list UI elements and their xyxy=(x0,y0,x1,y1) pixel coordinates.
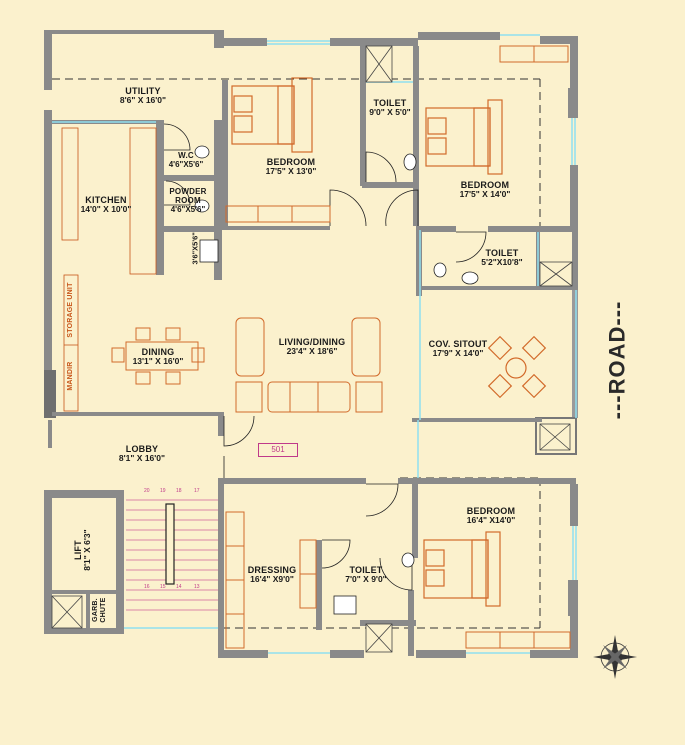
stair-number: 19 xyxy=(160,488,166,494)
room-dims: 16'4" X14'0" xyxy=(466,515,516,526)
room-dims: 17'5" X 13'0" xyxy=(265,166,317,177)
room-dims: 8'1" X 16'0" xyxy=(118,453,166,464)
room-name: DRESSING xyxy=(247,565,297,575)
room-dims: 23'4" X 18'6" xyxy=(286,346,338,357)
room-name: GARB. xyxy=(91,598,99,622)
dining-table xyxy=(111,327,205,385)
room-dims: 5'2"X10'8" xyxy=(481,257,523,268)
room-lift: LIFT 8'1" X 6'3" xyxy=(50,529,116,570)
room-name: BEDROOM xyxy=(460,180,510,190)
duct-dims-text: 3'6"X5'6" xyxy=(190,232,200,265)
room-dims: 8'6" X 16'0" xyxy=(119,95,167,106)
room-name: W.C xyxy=(178,151,194,160)
room-bedroom-1: BEDROOM 17'5" X 13'0" xyxy=(248,157,334,177)
bed-bedroom-2 xyxy=(425,99,503,175)
duct-dims: 3'6"X5'6" xyxy=(176,232,216,264)
room-living: LIVING/DINING 23'4" X 18'6" xyxy=(264,337,360,357)
room-dims: 8'1" X 6'3" xyxy=(82,529,93,571)
room-dims: 4'6"X5'6" xyxy=(168,160,204,170)
room-dims: 13'1" X 16'0" xyxy=(132,356,184,367)
stair-number: 20 xyxy=(144,488,150,494)
room-dims: 7'0" X 9'0" xyxy=(345,574,387,585)
room-toilet-1: TOILET 9'0" X 5'0" xyxy=(362,98,418,118)
room-name-2: CHUTE xyxy=(100,597,107,623)
stair-number: 13 xyxy=(194,584,200,590)
mandir-label: MANDIR xyxy=(66,361,74,391)
room-toilet-2: TOILET 5'2"X10'8" xyxy=(470,248,534,268)
room-dims: 17'9" X 14'0" xyxy=(432,348,484,359)
room-kitchen: KITCHEN 14'0" X 10'0" xyxy=(66,195,146,215)
shafts xyxy=(51,45,573,653)
room-name: BEDROOM xyxy=(266,157,316,167)
kitchen-counters xyxy=(61,127,157,412)
living-furniture xyxy=(235,317,383,413)
room-name: LIVING/DINING xyxy=(278,337,346,347)
room-name: COV. SITOUT xyxy=(428,339,488,349)
stair-number: 18 xyxy=(176,488,182,494)
road-label: ---ROAD--- xyxy=(572,250,662,470)
room-sitout: COV. SITOUT 17'9" X 14'0" xyxy=(418,339,498,359)
mandir: MANDIR xyxy=(48,361,94,390)
room-name: TOILET xyxy=(373,98,407,108)
room-name: UTILITY xyxy=(125,86,161,96)
room-dims: 16'4" X9'0" xyxy=(250,574,294,585)
room-bedroom-3: BEDROOM 16'4" X14'0" xyxy=(448,506,534,526)
room-wc: W.C 4'6"X5'6" xyxy=(164,151,208,169)
stair-handrail xyxy=(165,503,175,585)
room-name: POWDER xyxy=(169,187,207,196)
sanitary-fixtures xyxy=(194,145,479,615)
room-name: BEDROOM xyxy=(466,506,516,516)
room-dressing: DRESSING 16'4" X9'0" xyxy=(236,565,308,585)
room-lobby: LOBBY 8'1" X 16'0" xyxy=(100,444,184,464)
room-toilet-3: TOILET 7'0" X 9'0" xyxy=(336,565,396,585)
room-dims: 17'5" X 14'0" xyxy=(459,189,511,200)
room-garb-chute: GARB. CHUTE xyxy=(80,597,120,624)
room-dims: 4'6"X5'6" xyxy=(170,205,206,215)
room-name: TOILET xyxy=(485,248,519,258)
stair-numbers: 20 19 18 17 16 15 14 13 xyxy=(140,486,210,596)
wardrobes xyxy=(225,45,571,649)
room-dims: 9'0" X 5'0" xyxy=(369,107,411,118)
road-text: ---ROAD--- xyxy=(604,300,630,420)
room-utility: UTILITY 8'6" X 16'0" xyxy=(100,86,186,106)
stair-number: 16 xyxy=(144,584,150,590)
storage-unit: STORAGE UNIT xyxy=(36,282,106,337)
room-name-2: ROOM xyxy=(175,196,201,206)
stair-number: 15 xyxy=(160,584,166,590)
room-name: LOBBY xyxy=(125,444,159,454)
storage-label: STORAGE UNIT xyxy=(66,282,74,338)
doors xyxy=(163,123,487,591)
room-dining: DINING 13'1" X 16'0" xyxy=(118,347,198,367)
compass-icon xyxy=(593,635,637,679)
room-name: KITCHEN xyxy=(85,195,127,205)
room-dims: 14'0" X 10'0" xyxy=(80,204,132,215)
room-name: DINING xyxy=(141,347,175,357)
flat-number-tag: 501 xyxy=(258,443,298,457)
stair-number: 17 xyxy=(194,488,200,494)
room-name: TOILET xyxy=(349,565,383,575)
room-powder: POWDER ROOM 4'6"X5'6" xyxy=(164,187,212,215)
bed-bedroom-1 xyxy=(231,77,313,153)
stair-number: 14 xyxy=(176,584,182,590)
room-bedroom-2: BEDROOM 17'5" X 14'0" xyxy=(442,180,528,200)
sitout-table xyxy=(487,335,547,399)
bed-bedroom-3 xyxy=(423,531,501,607)
